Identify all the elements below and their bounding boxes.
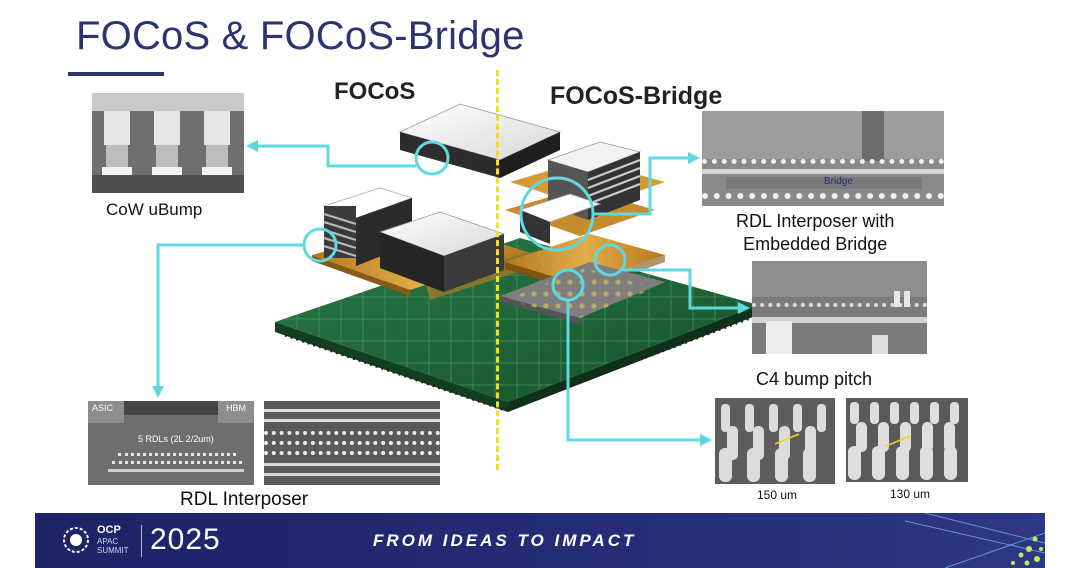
ocp-logo-name: OCP bbox=[97, 524, 121, 536]
ocp-logo-line2: SUMMIT bbox=[97, 546, 129, 555]
cow-ubump-caption: CoW uBump bbox=[106, 200, 203, 219]
cow-ubump-sem-image bbox=[92, 93, 244, 193]
hbm-label: HBM bbox=[226, 403, 246, 413]
pitch-150-label: 150 um bbox=[757, 488, 798, 502]
embedded-bridge-caption-line1: RDL Interposer with bbox=[736, 211, 895, 231]
package-illustration bbox=[152, 103, 758, 446]
callout-lines bbox=[152, 140, 750, 446]
focos-bridge-section-label: FOCoS-Bridge bbox=[550, 82, 723, 110]
footer-separator bbox=[141, 525, 142, 557]
embedded-bridge-caption-line2: Embedded Bridge bbox=[743, 234, 888, 254]
c4-bump-pitch-caption: C4 bump pitch bbox=[756, 369, 873, 389]
footer-decoration bbox=[905, 513, 1045, 568]
c4-bump-150um-image bbox=[715, 398, 835, 484]
footer-banner: OCP APAC SUMMIT 2025 FROM IDEAS TO IMPAC… bbox=[35, 513, 1045, 568]
pitch-130-label: 130 um bbox=[890, 487, 931, 501]
asic-die-left bbox=[378, 211, 506, 292]
page-title: FOCoS & FOCoS-Bridge bbox=[76, 14, 525, 58]
rdl-layers-label: 5 RDLs (2L 2/2um) bbox=[138, 434, 214, 444]
asic-die-right bbox=[518, 193, 602, 244]
ocp-logo-subtitle: APAC SUMMIT bbox=[97, 537, 129, 555]
footer-tagline: FROM IDEAS TO IMPACT bbox=[373, 531, 637, 550]
rdl-interposer-caption: RDL Interposer bbox=[180, 489, 309, 510]
ocp-logo-line1: APAC bbox=[97, 537, 119, 546]
c4-bump-cross-section-image bbox=[752, 261, 927, 354]
embedded-bridge-sem-image: Bridge bbox=[702, 111, 944, 206]
footer-year: 2025 bbox=[150, 523, 221, 556]
asic-label: ASIC bbox=[92, 403, 114, 413]
section-divider bbox=[496, 70, 499, 470]
top-die bbox=[398, 103, 562, 178]
rdl-zoom-sem-image bbox=[264, 401, 440, 485]
focos-section-label: FOCoS bbox=[334, 78, 416, 105]
title-underline bbox=[68, 72, 164, 76]
ocp-logo-icon bbox=[63, 527, 89, 553]
c4-bump-130um-image bbox=[846, 398, 968, 482]
rdl-interposer-sem-image: ASIC HBM 5 RDLs (2L 2/2um) bbox=[88, 401, 254, 485]
embedded-bridge-caption: RDL Interposer with Embedded Bridge bbox=[736, 210, 894, 256]
bridge-label: Bridge bbox=[824, 176, 853, 187]
